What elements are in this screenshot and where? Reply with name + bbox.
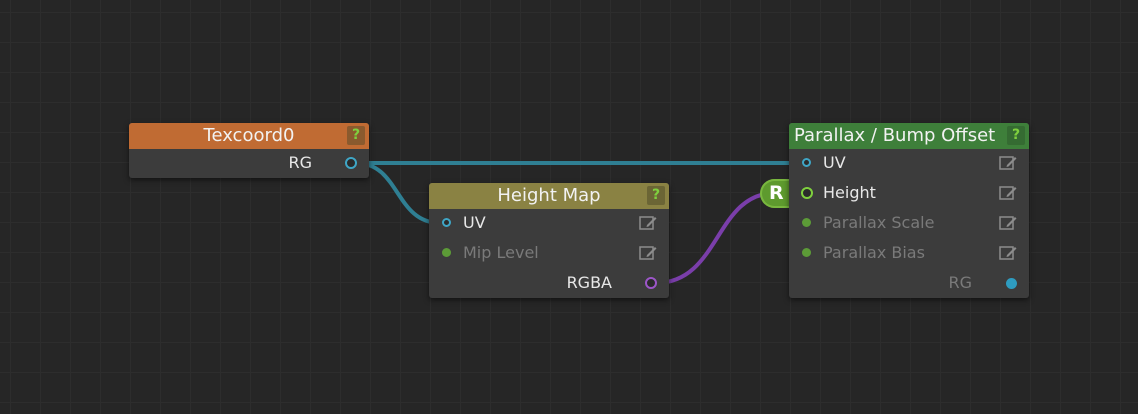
input-row-parallax-scale: Parallax Scale xyxy=(789,208,1029,238)
output-row-rg: RG xyxy=(129,148,369,178)
input-label: Mip Level xyxy=(463,243,539,262)
swizzle-label: R xyxy=(769,182,784,204)
wire-heightmap-to-parallax-height[interactable] xyxy=(655,191,776,285)
help-icon[interactable]: ? xyxy=(1007,126,1025,145)
input-label: Parallax Bias xyxy=(823,243,925,262)
node-height-map[interactable]: Height Map ? UV Mip Level RGBA xyxy=(429,183,669,298)
input-row-height: Height xyxy=(789,178,1029,208)
input-port-mip-level[interactable] xyxy=(442,248,451,257)
output-row-rg: RG xyxy=(789,268,1029,298)
input-label: Parallax Scale xyxy=(823,213,935,232)
edit-icon[interactable] xyxy=(639,245,657,261)
input-port-uv[interactable] xyxy=(802,158,811,167)
input-row-uv: UV xyxy=(429,208,669,238)
output-port-rg[interactable] xyxy=(345,157,357,169)
input-label: UV xyxy=(463,213,486,232)
edit-icon[interactable] xyxy=(999,185,1017,201)
output-port-rg[interactable] xyxy=(1006,278,1017,289)
output-label: RGBA xyxy=(566,273,612,292)
edit-icon[interactable] xyxy=(999,155,1017,171)
help-icon[interactable]: ? xyxy=(647,186,665,205)
edit-icon[interactable] xyxy=(639,215,657,231)
help-icon[interactable]: ? xyxy=(347,126,365,145)
edit-icon[interactable] xyxy=(999,215,1017,231)
output-port-rgba[interactable] xyxy=(645,277,657,289)
input-port-uv[interactable] xyxy=(442,218,451,227)
node-header[interactable]: Texcoord0 ? xyxy=(129,123,369,149)
input-port-parallax-scale[interactable] xyxy=(802,218,811,227)
input-row-uv: UV xyxy=(789,148,1029,178)
input-row-parallax-bias: Parallax Bias xyxy=(789,238,1029,268)
input-label: UV xyxy=(823,153,846,172)
node-title: Height Map xyxy=(497,185,601,206)
output-label: RG xyxy=(948,273,972,292)
node-title: Parallax / Bump Offset xyxy=(794,125,996,146)
node-title: Texcoord0 xyxy=(203,125,295,146)
input-row-mip-level: Mip Level xyxy=(429,238,669,268)
node-header[interactable]: Height Map ? xyxy=(429,183,669,209)
edit-icon[interactable] xyxy=(999,245,1017,261)
input-port-parallax-bias[interactable] xyxy=(802,248,811,257)
input-port-height[interactable] xyxy=(801,187,813,199)
output-row-rgba: RGBA xyxy=(429,268,669,298)
node-texcoord0[interactable]: Texcoord0 ? RG xyxy=(129,123,369,178)
node-header[interactable]: Parallax / Bump Offset ? xyxy=(789,123,1029,149)
node-parallax-bump-offset[interactable]: Parallax / Bump Offset ? UV Height Paral… xyxy=(789,123,1029,298)
input-label: Height xyxy=(823,183,876,202)
output-label: RG xyxy=(288,153,312,172)
wire-texcoord-to-heightmap-uv[interactable] xyxy=(355,161,441,225)
